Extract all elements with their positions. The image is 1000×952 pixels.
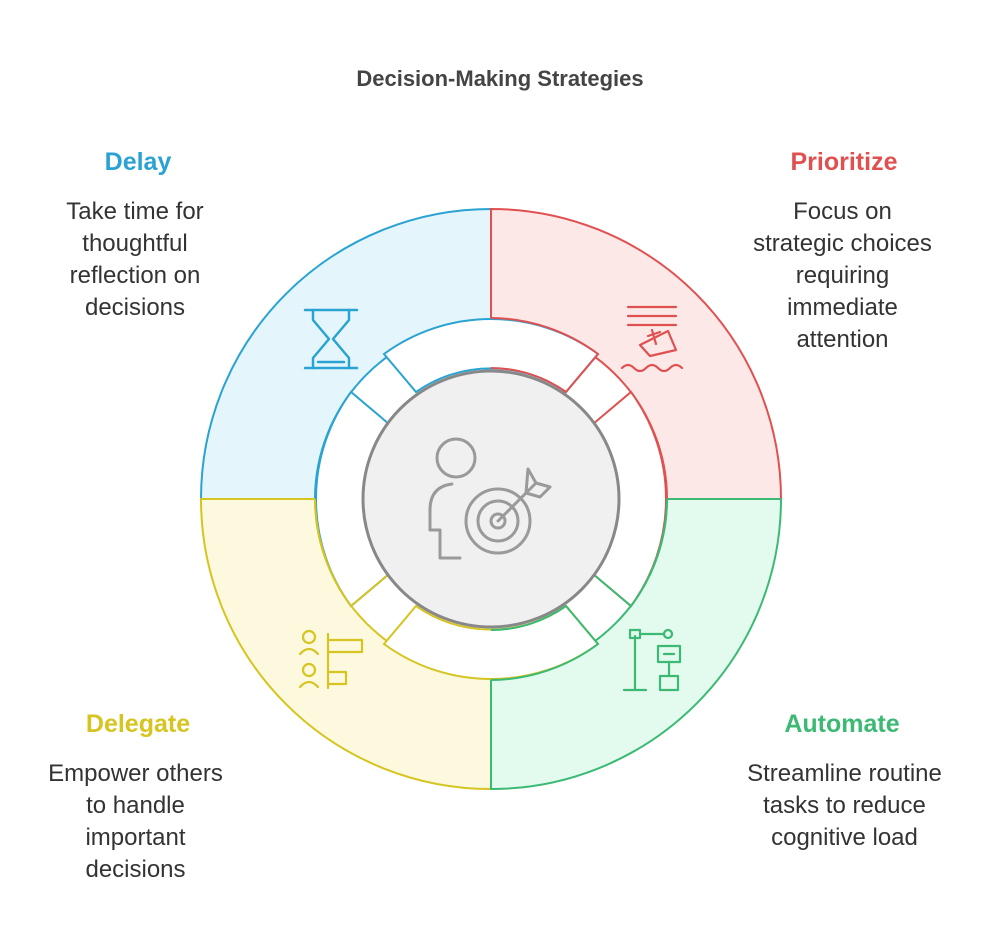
delegate-description: Empower others to handle important decis… (48, 760, 223, 883)
prioritize-heading: Prioritize (790, 148, 898, 176)
delay-heading: Delay (104, 148, 172, 176)
delegate-heading: Delegate (85, 710, 191, 738)
robotic-arm-icon (622, 628, 682, 692)
prioritize-description: Focus on strategic choices requiring imm… (753, 198, 932, 353)
people-assign-icon (298, 629, 364, 690)
inner-arc-top-right (490, 317, 600, 394)
diagram-title: Decision-Making Strategies (356, 66, 644, 91)
delay-description: Take time for thoughtful reflection on d… (66, 198, 204, 321)
sinking-ship-icon (620, 305, 684, 373)
inner-arc-bottom-right (490, 604, 600, 681)
center-circle (361, 369, 621, 629)
automate-description: Streamline routine tasks to reduce cogni… (747, 760, 942, 851)
automate-heading: Automate (784, 710, 900, 738)
person-target-icon (428, 437, 552, 560)
hourglass-icon (303, 308, 359, 370)
